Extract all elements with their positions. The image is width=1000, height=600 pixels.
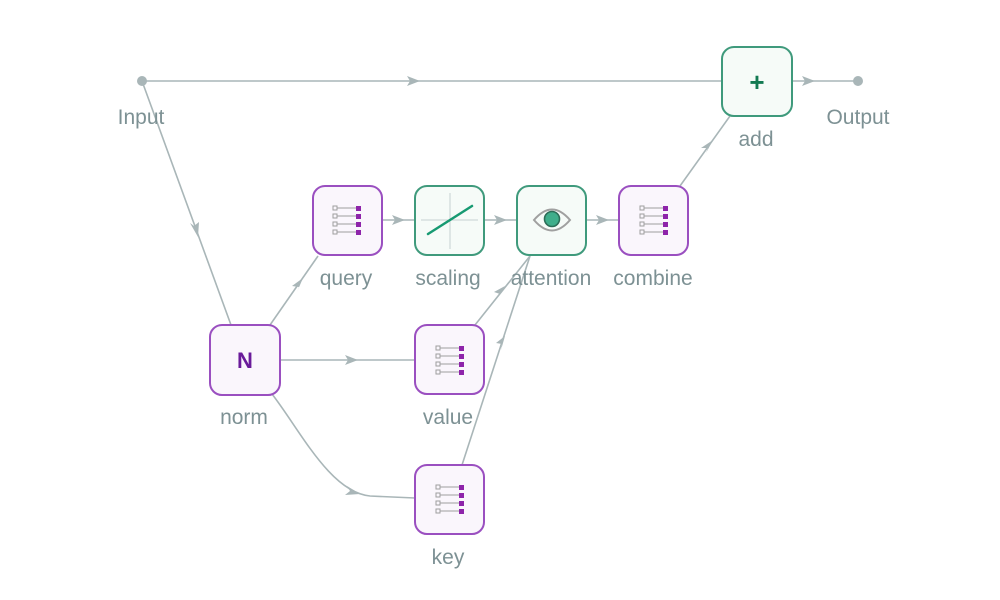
edge-arrow [345,355,358,365]
edge-input-to-norm [141,80,232,326]
input-port-dot[interactable] [137,76,147,86]
plus-icon: + [749,67,764,97]
node-value-label: value [423,406,473,429]
edge-arrow [496,336,505,350]
edge-norm-to-key [271,393,416,499]
edges [141,76,858,499]
edge-value-to-attention [474,255,531,326]
node-attention[interactable] [516,185,587,256]
node-scaling-label: scaling [415,267,480,290]
edge-key-to-attention [461,255,531,466]
node-value[interactable] [414,324,485,395]
node-combine[interactable] [618,185,689,256]
node-key-label: key [432,546,465,569]
edge-arrow [494,286,505,298]
edge-norm-to-query [269,255,319,326]
edge-arrow [392,215,405,225]
edge-arrow [292,278,303,292]
output-label: Output [826,106,889,129]
output-port-dot[interactable] [853,76,863,86]
norm-glyph: N [237,348,253,373]
edge-arrow [596,215,609,225]
node-combine-label: combine [613,267,692,290]
node-norm[interactable]: N [209,324,281,396]
node-query-label: query [320,267,373,290]
edge-arrow [701,140,713,153]
edge-combine-to-add [679,115,731,187]
edge-arrow [494,215,507,225]
edge-arrow [802,76,815,86]
node-scaling[interactable] [414,185,485,256]
node-key[interactable] [414,464,485,535]
node-query[interactable] [312,185,383,256]
edge-arrow [190,222,199,237]
node-attention-label: attention [511,267,592,290]
node-add[interactable]: + [721,46,793,117]
node-add-label: add [738,128,773,151]
scaling-line-icon [426,204,474,236]
edge-arrow [407,76,420,86]
node-norm-label: norm [220,406,268,429]
eye-icon [532,208,572,232]
input-label: Input [118,106,165,129]
edge-arrow [345,486,360,495]
